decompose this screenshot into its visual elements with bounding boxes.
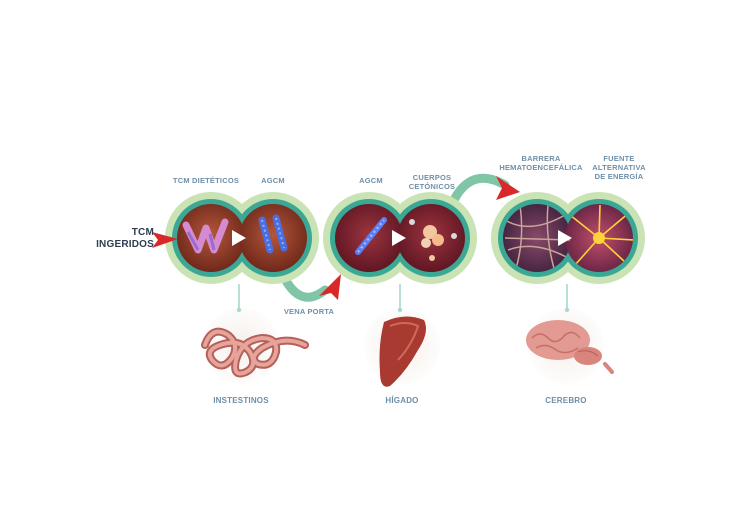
ingested-label-line2: INGERIDOS: [96, 239, 154, 250]
barrera-label: BARRERA HEMATOENCEFÁLICA: [496, 154, 586, 172]
white-arrow-icon: [558, 230, 572, 246]
higado-label: HÍGADO: [385, 396, 419, 405]
connector-to-brain: [447, 173, 510, 209]
agcm-molecule-inset-1: [258, 214, 288, 254]
fuente-line3: DE ENERGÍA: [594, 172, 644, 181]
pair-brain: [491, 192, 645, 284]
intestinos-label: INSTESTINOS: [213, 396, 269, 405]
red-arrow-icon: [496, 176, 520, 200]
cuerpos-cetonicos-label: CUERPOS CETÓNICOS: [400, 173, 464, 191]
neuron-inset: [569, 204, 633, 266]
barrera-line1: BARRERA: [521, 154, 561, 163]
vena-porta-label: VENA PORTA: [283, 307, 335, 316]
ketone-bodies-inset: [409, 219, 457, 261]
fuente-line2: ALTERNATIVA: [592, 163, 646, 172]
white-arrow-icon: [392, 230, 406, 246]
ingested-label: TCM INGERIDOS: [92, 227, 154, 251]
fuente-label: FUENTE ALTERNATIVA DE ENERGÍA: [588, 154, 650, 181]
red-arrow-icon: [319, 274, 341, 300]
intestine-icon: [201, 327, 309, 378]
ingested-label-line1: TCM: [131, 227, 154, 238]
cuerpos-line2: CETÓNICOS: [408, 182, 456, 191]
fuente-line1: FUENTE: [603, 154, 635, 163]
barrera-line2: HEMATOENCEFÁLICA: [499, 163, 583, 172]
liver-icon: [379, 316, 426, 387]
red-arrow-icon: [152, 232, 178, 248]
cuerpos-line1: CUERPOS: [412, 173, 452, 182]
agcm-molecule-inset-2: [355, 217, 387, 255]
tcm-molecule-inset: [182, 218, 229, 254]
tcm-dieteticos-label: TCM DIETÉTICOS: [172, 176, 240, 185]
white-arrow-icon: [232, 230, 246, 246]
pair-liver: [323, 192, 477, 284]
pair-intestine: [165, 192, 319, 284]
agcm-label-1: AGCM: [261, 176, 285, 185]
agcm-label-2: AGCM: [359, 176, 383, 185]
brain-icon: [526, 320, 614, 374]
cerebro-label: CEREBRO: [545, 396, 587, 405]
leader-lines: [238, 284, 568, 310]
